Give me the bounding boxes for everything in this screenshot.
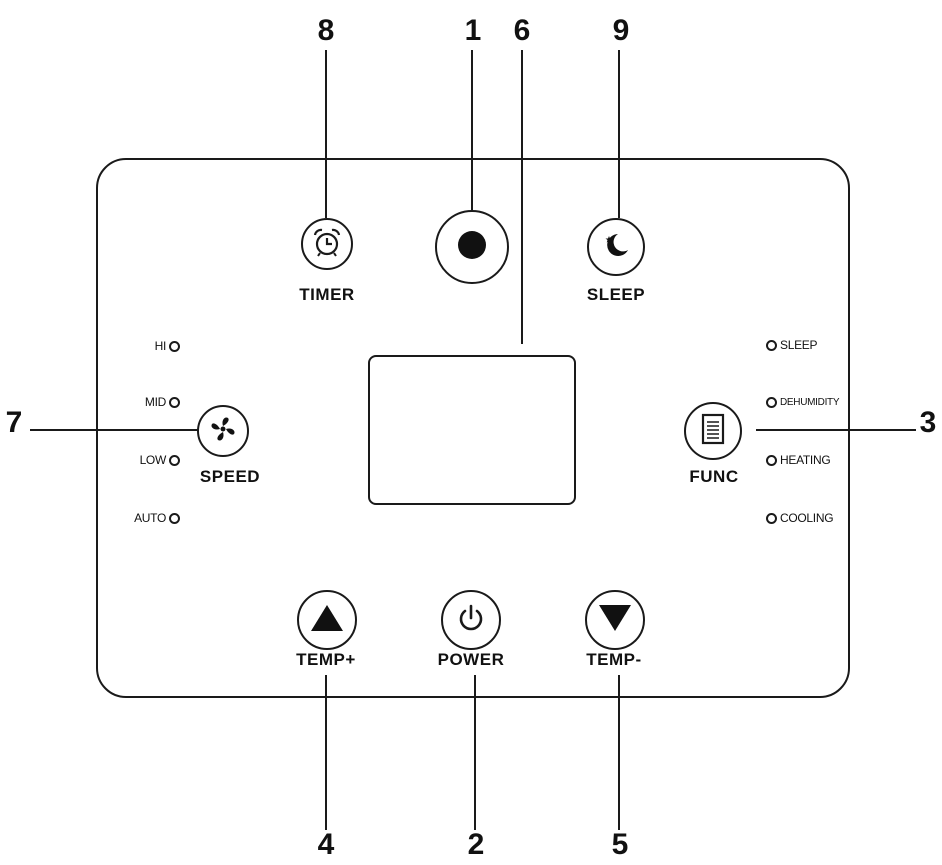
led-label: DEHUMIDITY: [780, 396, 840, 408]
leader-line-9: [618, 50, 620, 218]
led-label: SLEEP: [780, 338, 818, 352]
led-label: COOLING: [780, 511, 834, 525]
callout-8: 8: [317, 14, 335, 47]
control-panel: [96, 158, 850, 698]
led-mid: MID: [90, 394, 180, 410]
sleep-button[interactable]: [587, 218, 645, 276]
temp-down-button[interactable]: [585, 590, 645, 650]
leader-line-4: [325, 675, 327, 830]
temp-up-button[interactable]: [297, 590, 357, 650]
callout-1: 1: [464, 14, 482, 47]
fan-icon: [207, 413, 239, 450]
temp-up-label: TEMP+: [296, 650, 356, 669]
led-heating: HEATING: [766, 452, 831, 468]
led-label: MID: [144, 395, 166, 409]
speed-button[interactable]: [197, 405, 249, 457]
led-indicator: [169, 454, 180, 466]
leader-line-5: [618, 675, 620, 830]
alarm-clock-icon: [310, 225, 344, 264]
led-label: LOW: [139, 453, 167, 467]
speed-label: SPEED: [199, 467, 261, 486]
led-indicator: [169, 340, 180, 352]
leader-line-3: [756, 429, 916, 431]
center-button[interactable]: [435, 210, 509, 284]
moon-star-icon: [599, 228, 633, 267]
callout-3: 3: [919, 406, 937, 439]
led-label: HI: [154, 339, 167, 353]
led-cooling: COOLING: [766, 510, 834, 526]
led-indicator: [766, 512, 777, 524]
timer-label: TIMER: [299, 285, 355, 304]
sleep-label: SLEEP: [586, 285, 646, 304]
led-indicator: [766, 396, 777, 408]
power-icon: [455, 602, 487, 639]
func-label: FUNC: [689, 467, 739, 486]
led-dehumidity: DEHUMIDITY: [766, 394, 840, 410]
led-indicator: [169, 512, 180, 524]
filled-circle-icon: [457, 230, 487, 265]
leader-line-7: [30, 429, 200, 431]
leader-line-1: [471, 50, 473, 210]
leader-line-6: [521, 50, 523, 344]
led-hi: HI: [90, 338, 180, 354]
callout-6: 6: [513, 14, 531, 47]
leader-line-8: [325, 50, 327, 218]
led-indicator: [169, 396, 180, 408]
temp-down-label: TEMP-: [586, 650, 642, 669]
triangle-up-icon: [309, 602, 345, 639]
callout-2: 2: [467, 828, 485, 861]
callout-4: 4: [317, 828, 335, 861]
leader-line-2: [474, 675, 476, 830]
power-label: POWER: [437, 650, 505, 669]
callout-5: 5: [611, 828, 629, 861]
display-screen: [368, 355, 576, 505]
timer-button[interactable]: [301, 218, 353, 270]
callout-7: 7: [5, 406, 23, 439]
document-icon: [700, 413, 726, 450]
led-label: AUTO: [134, 511, 166, 525]
led-indicator: [766, 339, 777, 351]
callout-9: 9: [612, 14, 630, 47]
led-auto: AUTO: [90, 510, 180, 526]
led-indicator: [766, 454, 777, 466]
func-button[interactable]: [684, 402, 742, 460]
led-low: LOW: [90, 452, 180, 468]
power-button[interactable]: [441, 590, 501, 650]
led-sleep: SLEEP: [766, 337, 818, 353]
triangle-down-icon: [597, 602, 633, 639]
led-label: HEATING: [780, 453, 831, 467]
